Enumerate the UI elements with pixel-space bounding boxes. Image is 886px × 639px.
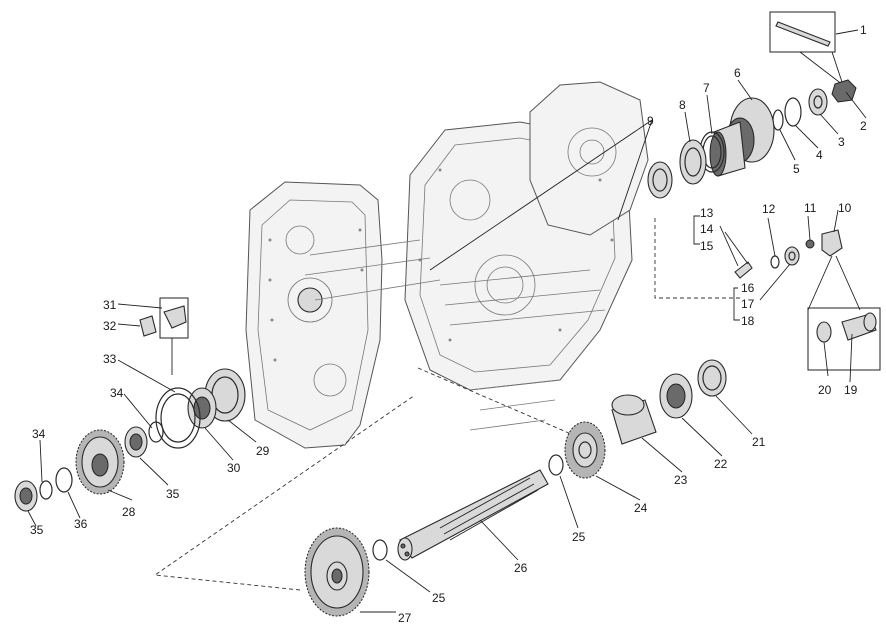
- callout-6: 6: [734, 66, 741, 80]
- callout-17: 17: [741, 297, 755, 311]
- callout-13: 13: [700, 206, 714, 220]
- callout-35-upper: 35: [166, 487, 180, 501]
- callout-27: 27: [398, 611, 412, 625]
- callout-30: 30: [227, 461, 241, 475]
- callout-8: 8: [679, 98, 686, 112]
- callout-1: 1: [860, 23, 867, 37]
- sensor-plug-group: [724, 229, 881, 371]
- callout-28: 28: [122, 505, 136, 519]
- callout-7: 7: [703, 81, 710, 95]
- callout-19: 19: [844, 383, 858, 397]
- callout-3: 3: [838, 135, 845, 149]
- callout-34-lower: 34: [32, 427, 46, 441]
- callout-23: 23: [674, 473, 688, 487]
- callout-25-upper: 25: [572, 530, 586, 544]
- intermediate-shaft-parts: [548, 359, 727, 479]
- callout-34-upper: 34: [110, 386, 124, 400]
- callout-leaders: [27, 29, 867, 613]
- callout-12: 12: [762, 202, 776, 216]
- callout-16: 16: [741, 281, 755, 295]
- callout-33: 33: [103, 352, 117, 366]
- main-shaft-group: [304, 469, 549, 617]
- callout-4: 4: [816, 148, 823, 162]
- callout-20: 20: [818, 383, 832, 397]
- callout-26: 26: [514, 561, 528, 575]
- callout-31: 31: [103, 298, 117, 312]
- callout-numbers: 1 2 3 4 5 6 7 8 9 10 11 12 13 14 15 16 1…: [30, 23, 867, 625]
- callout-21: 21: [752, 435, 766, 449]
- callout-35-lower: 35: [30, 523, 44, 537]
- callout-11: 11: [804, 201, 817, 215]
- callout-29: 29: [256, 444, 270, 458]
- callout-24: 24: [634, 501, 648, 515]
- output-flange-group: [647, 11, 857, 199]
- callout-15: 15: [700, 239, 714, 253]
- input-side-parts: [14, 297, 246, 512]
- callout-10: 10: [838, 201, 852, 215]
- callout-5: 5: [793, 162, 800, 176]
- callout-32: 32: [103, 319, 117, 333]
- callout-9: 9: [647, 114, 654, 128]
- callout-2: 2: [860, 119, 867, 133]
- callout-22: 22: [714, 457, 728, 471]
- gearbox-housing: [245, 81, 649, 449]
- callout-36: 36: [74, 517, 88, 531]
- assembly-path-lines: [153, 218, 740, 591]
- callout-18: 18: [741, 314, 755, 328]
- callout-25-lower: 25: [432, 591, 446, 605]
- callout-14: 14: [700, 222, 714, 236]
